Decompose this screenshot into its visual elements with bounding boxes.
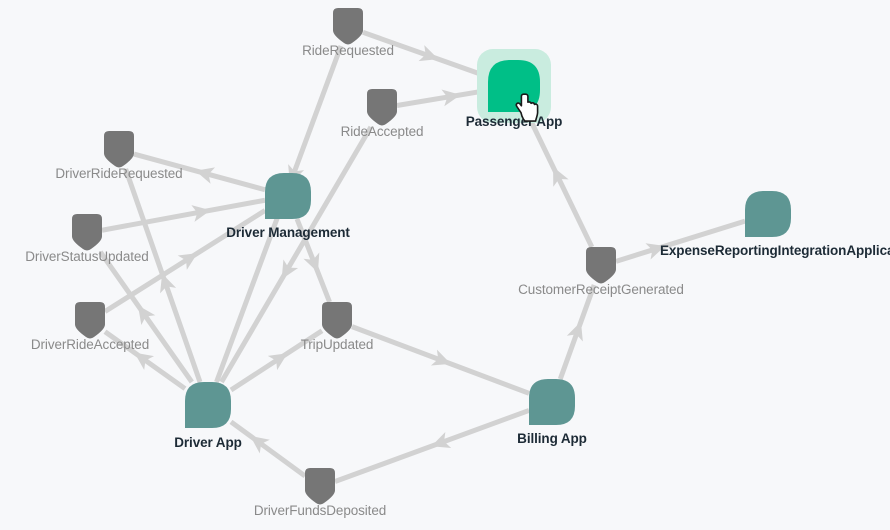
event-node-trip-updated[interactable] xyxy=(322,302,352,339)
application-node-driver-app[interactable] xyxy=(185,382,231,428)
event-node-customer-receipt-generated[interactable] xyxy=(586,247,616,284)
node-hit-driver-funds-deposited[interactable] xyxy=(305,468,335,506)
edge-arrow-billing-app-to-driver-funds-deposited xyxy=(431,432,452,448)
event-node-ride-requested[interactable] xyxy=(333,8,363,45)
edge-arrow-billing-app-to-customer-receipt-generated xyxy=(566,321,583,342)
edge-arrow-driver-management-to-driver-ride-requested xyxy=(195,167,216,184)
edge-ride-requested-to-passenger-app[interactable] xyxy=(362,29,489,80)
event-node-driver-ride-accepted[interactable] xyxy=(75,302,105,339)
node-hit-ride-requested[interactable] xyxy=(333,8,363,46)
edge-arrow-customer-receipt-generated-to-expense-reporting-integration-application xyxy=(645,243,666,260)
node-hit-ride-accepted[interactable] xyxy=(367,89,397,127)
edge-ride-accepted-to-passenger-app[interactable] xyxy=(396,87,489,108)
edge-arrow-driver-app-to-trip-updated xyxy=(267,353,288,371)
node-hit-driver-management[interactable] xyxy=(265,173,311,219)
edge-arrow-trip-updated-to-billing-app xyxy=(430,349,451,366)
edge-customer-receipt-generated-to-passenger-app[interactable] xyxy=(524,110,595,249)
application-node-driver-management[interactable] xyxy=(265,173,311,219)
edge-arrow-ride-accepted-to-driver-app xyxy=(281,259,299,280)
node-hit-passenger-app[interactable] xyxy=(488,60,540,112)
edges-layer xyxy=(98,29,746,484)
edge-arrow-driver-ride-accepted-to-driver-management xyxy=(177,253,198,270)
edge-driver-funds-deposited-to-driver-app[interactable] xyxy=(229,419,307,479)
edge-customer-receipt-generated-to-expense-reporting-integration-application[interactable] xyxy=(615,218,746,264)
node-hit-expense-reporting-integration-application[interactable] xyxy=(745,191,791,237)
event-node-driver-funds-deposited[interactable] xyxy=(305,468,335,505)
edge-arrow-driver-funds-deposited-to-driver-app xyxy=(250,435,270,454)
node-hit-driver-app[interactable] xyxy=(185,382,231,428)
node-hit-trip-updated[interactable] xyxy=(322,302,352,340)
node-hit-customer-receipt-generated[interactable] xyxy=(586,247,616,285)
edge-arrow-customer-receipt-generated-to-passenger-app xyxy=(553,166,569,187)
node-hit-billing-app[interactable] xyxy=(529,379,575,425)
edge-arrow-ride-requested-to-passenger-app xyxy=(418,45,439,62)
edge-arrow-driver-app-to-driver-status-updated xyxy=(137,305,156,326)
application-node-expense-reporting-integration-application[interactable] xyxy=(745,191,791,237)
edge-arrow-driver-app-to-driver-ride-requested xyxy=(160,273,177,294)
edge-driver-app-to-driver-status-updated[interactable] xyxy=(98,250,194,384)
edge-arrow-driver-app-to-driver-ride-accepted xyxy=(134,352,155,370)
node-hit-driver-ride-accepted[interactable] xyxy=(75,302,105,340)
event-node-driver-status-updated[interactable] xyxy=(72,214,102,251)
edge-arrow-driver-status-updated-to-driver-management xyxy=(191,205,211,222)
node-hit-driver-status-updated[interactable] xyxy=(72,214,102,252)
event-node-ride-accepted[interactable] xyxy=(367,89,397,126)
application-node-billing-app[interactable] xyxy=(529,379,575,425)
edge-arrow-ride-accepted-to-passenger-app xyxy=(441,89,461,107)
edge-arrow-driver-management-to-trip-updated xyxy=(303,252,320,273)
edge-driver-status-updated-to-driver-management[interactable] xyxy=(101,197,266,233)
node-hit-driver-ride-requested[interactable] xyxy=(104,131,134,169)
event-node-driver-ride-requested[interactable] xyxy=(104,131,134,168)
edge-ride-accepted-to-driver-app[interactable] xyxy=(219,125,374,384)
